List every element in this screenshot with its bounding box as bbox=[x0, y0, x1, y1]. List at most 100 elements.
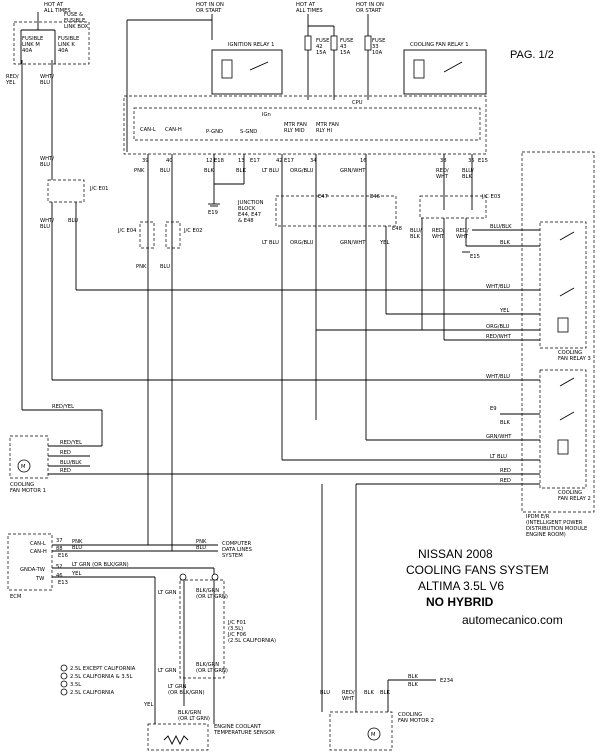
title-block: NISSAN 2008 COOLING FANS SYSTEM ALTIMA 3… bbox=[406, 547, 563, 627]
cooling-fan-relay-1-label: COOLING FAN RELAY 1 bbox=[410, 42, 469, 48]
ipdm-pin-34: 34 bbox=[310, 158, 317, 164]
wire-wht-blu-lower: WHT/BLU bbox=[40, 218, 54, 230]
ecm: ECM CAN-L CAN-H GNDA-TW TW E16 E13 37 88… bbox=[7, 533, 252, 724]
legend: 2.5L EXCEPT CALIFORNIA 2.5L CALIFORNIA &… bbox=[60, 664, 136, 696]
ignition-relay-1: IGNITION RELAY 1 bbox=[211, 42, 283, 95]
wire-red-motor1: RED bbox=[60, 450, 71, 456]
wire-yel-mid: YEL bbox=[379, 240, 389, 246]
jc-f01-label: J/C F01(3.5L)J/C F06(2.5L CALIFORNIA) bbox=[227, 620, 276, 644]
wire-red-r2-1: RED bbox=[500, 468, 511, 474]
ground-e19: E19 bbox=[208, 203, 220, 216]
wire-pnk-mid: PNK bbox=[136, 264, 147, 270]
ipdm-pin-38: 38 bbox=[440, 158, 447, 164]
wire-red-wht-r3: RED/WHT bbox=[486, 334, 512, 340]
wire-blu-motor2: BLU bbox=[320, 690, 330, 696]
jc-e04-e02: J/C E04 J/C E02 PNK BLU bbox=[117, 221, 202, 270]
wire-lt-blu-mid: LT BLU bbox=[262, 240, 279, 246]
title-line-4: NO HYBRID bbox=[426, 595, 494, 609]
title-line-3: ALTIMA 3.5L V6 bbox=[418, 579, 504, 593]
wire-grn-wht-r2: GRN/WHT bbox=[486, 434, 512, 440]
ecm-can-h: CAN-H bbox=[30, 549, 47, 555]
motor-1-symbol: M bbox=[21, 464, 25, 470]
wire-lt-grn-jc: LT GRN bbox=[158, 590, 177, 596]
ipdm-pin-40: 40 bbox=[166, 158, 173, 164]
s-gnd-label: S-GND bbox=[240, 129, 257, 135]
ipdm-pin-42: 42 bbox=[276, 158, 283, 164]
ecm-gnda-tw: GNDA-TW bbox=[20, 567, 45, 573]
wire-red-wht-motor2: RED/WHT bbox=[342, 690, 355, 702]
wire-red-wht-jc-2: RED/WHT bbox=[456, 228, 469, 240]
wire-lt-grn-jc-2: LT GRN bbox=[158, 668, 177, 674]
wire-wht-blu-left: WHT/BLU bbox=[40, 74, 54, 86]
ipdm-pin-16: 16 bbox=[360, 158, 367, 164]
ecm-can-l: CAN-L bbox=[30, 541, 46, 547]
wire-grn-wht-top: GRN/WHT bbox=[340, 168, 366, 174]
jc-e01: J/C E01 bbox=[47, 179, 108, 380]
can-l-label: CAN-L bbox=[140, 127, 156, 133]
jc-e01-label: J/C E01 bbox=[89, 186, 108, 192]
wire-blk-motor2-1: BLK bbox=[364, 690, 374, 696]
wire-blu-top: BLU bbox=[160, 168, 170, 174]
wire-lt-blu-r2: LT BLU bbox=[490, 454, 507, 460]
ign-label: IGn bbox=[262, 112, 271, 118]
page-number: PAG. 1/2 bbox=[510, 49, 554, 61]
wire-blu-blk-r3: BLU/BLK bbox=[490, 224, 512, 230]
ecm-pin-37: 37 bbox=[56, 538, 63, 544]
wire-org-blu-r3: ORG/BLU bbox=[486, 324, 510, 330]
legend-3: 3.5L bbox=[70, 682, 81, 688]
relay-3-wires: BLU/BLK BLK WHT/BLU YEL ORG/BLU RED/WHT bbox=[76, 224, 540, 341]
wire-red-motor1-2: RED bbox=[60, 468, 71, 474]
wire-blk-top-1: BLK bbox=[204, 168, 214, 174]
connector-e18: E18 bbox=[214, 158, 224, 164]
legend-4: 2.5L CALIFORNIA bbox=[70, 690, 114, 696]
wire-grn-wht-mid: GRN/WHT bbox=[340, 240, 366, 246]
wire-red-yel-motor1: RED/YEL bbox=[52, 404, 74, 410]
ignition-relay-1-label: IGNITION RELAY 1 bbox=[228, 42, 274, 48]
ecm-tw: TW bbox=[35, 576, 44, 582]
wire-blu-lower: BLU bbox=[68, 218, 78, 224]
motor-2-symbol: M bbox=[371, 732, 375, 738]
connector-e15: E15 bbox=[478, 158, 488, 164]
wire-yel-sensor: YEL bbox=[143, 702, 153, 708]
wire-red-wht-jc: RED/WHT bbox=[432, 228, 445, 240]
ecm-pin-88: 88 bbox=[56, 546, 63, 552]
ecm-pin-52: 52 bbox=[56, 564, 63, 570]
wire-wht-blu-r3: WHT/BLU bbox=[486, 284, 510, 290]
wire-pnk-ecm: PNK bbox=[72, 539, 83, 545]
wire-blk-r3: BLK bbox=[500, 240, 510, 246]
wire-yel-r3: YEL bbox=[499, 308, 509, 314]
p-gnd-label: P-GND bbox=[206, 129, 223, 135]
wire-red-yel-motor1-2: RED/YEL bbox=[60, 440, 82, 446]
wire-red-wht-top: RED/WHT bbox=[436, 168, 449, 180]
wire-blu-mid: BLU bbox=[160, 264, 170, 270]
cpu-label: CPU bbox=[352, 100, 363, 106]
wire-blk-grn-sensor: BLK/GRN(OR LT GRN) bbox=[178, 710, 210, 722]
ground-e234-label: E234 bbox=[440, 678, 454, 684]
ipdm-pin-12: 12 bbox=[206, 158, 213, 164]
wire-red-yel-left: RED/YEL bbox=[5, 74, 19, 86]
ipdm-pin-35: 35 bbox=[468, 158, 475, 164]
wire-org-blu-mid: ORG/BLU bbox=[290, 240, 314, 246]
wire-wht-blu-r2: WHT/BLU bbox=[486, 374, 510, 380]
wire-blu-blk-jc: BLU/BLK bbox=[410, 228, 422, 240]
jc-e03: J/C E03 BLU/BLK RED/WHT RED/WHT bbox=[410, 194, 500, 340]
ipdm-pin-13: 13 bbox=[238, 158, 245, 164]
